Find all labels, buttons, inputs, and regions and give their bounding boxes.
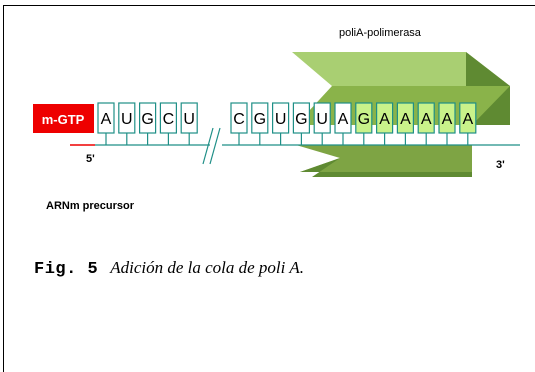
- nucleotide-U: U: [313, 102, 331, 145]
- nucleotide-A: A: [396, 102, 414, 145]
- enzyme-lower-front-face: [296, 145, 472, 172]
- break-slash-1: [202, 127, 214, 165]
- nucleotide-A: A: [438, 102, 456, 145]
- nucleotide-letter: G: [295, 111, 307, 128]
- nucleotide-letter: A: [400, 111, 411, 128]
- cap-structure: m-GTP: [33, 104, 94, 133]
- strand-break-mark: [202, 127, 221, 165]
- five-prime-label: 5': [86, 153, 95, 165]
- molecule-label: ARNm precursor: [46, 200, 135, 212]
- nucleotide-letter: A: [442, 111, 453, 128]
- m-gtp-cap-box: [33, 104, 94, 133]
- figure-number: Fig. 5: [34, 260, 99, 279]
- nucleotide-letter: G: [254, 111, 266, 128]
- nucleotide-letter: G: [141, 111, 153, 128]
- enzyme-top-face: [292, 52, 510, 86]
- frame-left-border: [3, 5, 4, 372]
- nucleotide-letter: G: [358, 111, 370, 128]
- nucleotide-U: U: [180, 102, 198, 145]
- nucleotide-letter: C: [233, 111, 245, 128]
- nucleotide-C: C: [230, 102, 248, 145]
- nucleotide-letter: C: [163, 111, 175, 128]
- nucleotide-letter: A: [421, 111, 432, 128]
- nucleotide-U: U: [118, 102, 136, 145]
- nucleotide-G: G: [355, 102, 373, 145]
- nucleotide-letter: U: [316, 111, 328, 128]
- nucleotide-C: C: [159, 102, 177, 145]
- m-gtp-cap-label: m-GTP: [42, 112, 85, 127]
- nucleotide-G: G: [139, 102, 157, 145]
- nucleotide-A: A: [459, 102, 477, 145]
- nucleotide-A: A: [376, 102, 394, 145]
- nucleotide-A: A: [417, 102, 435, 145]
- break-slash-2: [209, 127, 221, 165]
- nucleotide-A: A: [97, 102, 115, 145]
- figure-caption-text: Adición de la cola de poli A.: [110, 258, 304, 277]
- frame-top-border: [3, 5, 535, 6]
- nucleotide-U: U: [272, 102, 290, 145]
- nucleotide-A: A: [334, 102, 352, 145]
- nucleotide-letter: U: [183, 111, 195, 128]
- nucleotide-letter: U: [121, 111, 133, 128]
- three-prime-label: 3': [496, 159, 505, 171]
- nucleotide-letter: A: [379, 111, 390, 128]
- nucleotide-G: G: [251, 102, 269, 145]
- nucleotide-letter: A: [462, 111, 473, 128]
- nucleotide-letter: A: [101, 111, 112, 128]
- nucleotide-G: G: [292, 102, 310, 145]
- figure-caption: Fig. 5 Adición de la cola de poli A.: [34, 258, 304, 279]
- nucleotide-letter: A: [338, 111, 349, 128]
- enzyme-bottom-face: [300, 158, 472, 177]
- enzyme-label: poliA-polimerasa: [339, 27, 422, 39]
- nucleotide-letter: U: [275, 111, 287, 128]
